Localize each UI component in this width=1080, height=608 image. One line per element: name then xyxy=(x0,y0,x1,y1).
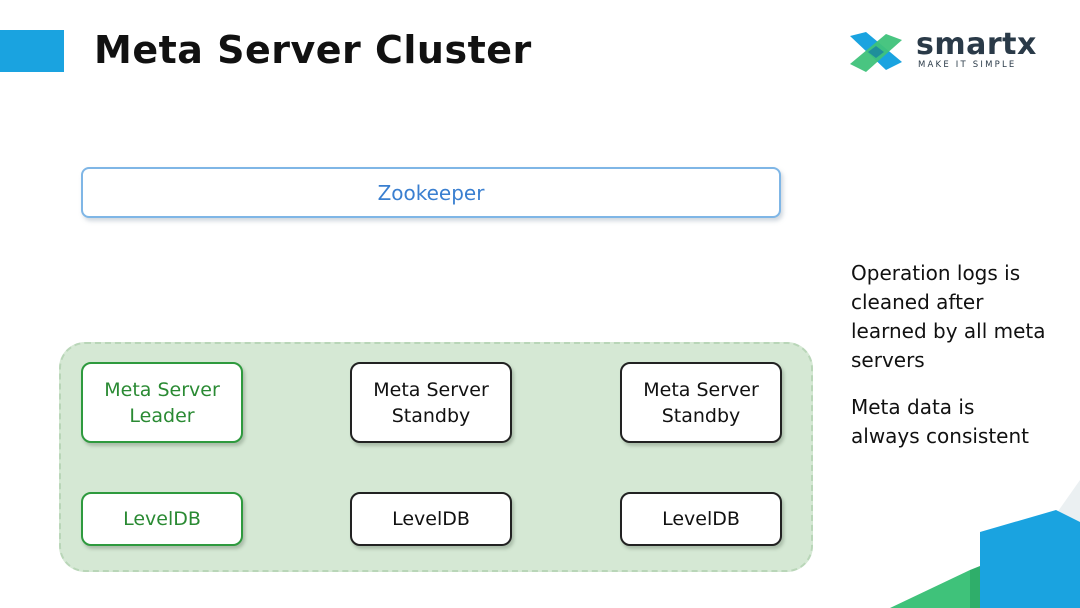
standby-leveldb-label-1: LevelDB xyxy=(392,508,470,530)
logo-wordmark: smartx xyxy=(916,27,1037,62)
meta-server-standby-node-1: Meta Server Standby xyxy=(350,362,512,443)
note-meta-data-consistent: Meta data is always consistent xyxy=(851,395,1030,448)
zookeeper-node: Zookeeper xyxy=(81,167,781,218)
standby-leveldb-label-2: LevelDB xyxy=(662,508,740,530)
leader-leveldb-node: LevelDB xyxy=(81,492,243,546)
meta-server-leader-node: Meta Server Leader xyxy=(81,362,243,443)
zookeeper-label: Zookeeper xyxy=(377,180,485,205)
leader-leveldb-label: LevelDB xyxy=(123,508,201,530)
corner-decoration xyxy=(890,480,1080,608)
note-operation-logs: Operation logs is cleaned after learned … xyxy=(851,261,1046,372)
standby-leveldb-node-1: LevelDB xyxy=(350,492,512,546)
slide-title: Meta Server Cluster xyxy=(94,28,532,72)
smartx-logo-icon xyxy=(850,32,902,72)
meta-server-standby-label-1: Meta Server Standby xyxy=(373,378,489,427)
smartx-logo: smartx MAKE IT SIMPLE xyxy=(848,27,1048,76)
side-notes: Operation logs is cleaned after learned … xyxy=(851,259,1071,469)
title-accent-bar xyxy=(0,30,64,72)
meta-server-standby-node-2: Meta Server Standby xyxy=(620,362,782,443)
meta-server-leader-label: Meta Server Leader xyxy=(104,378,220,427)
meta-server-standby-label-2: Meta Server Standby xyxy=(643,378,759,427)
logo-tagline: MAKE IT SIMPLE xyxy=(918,60,1017,70)
standby-leveldb-node-2: LevelDB xyxy=(620,492,782,546)
